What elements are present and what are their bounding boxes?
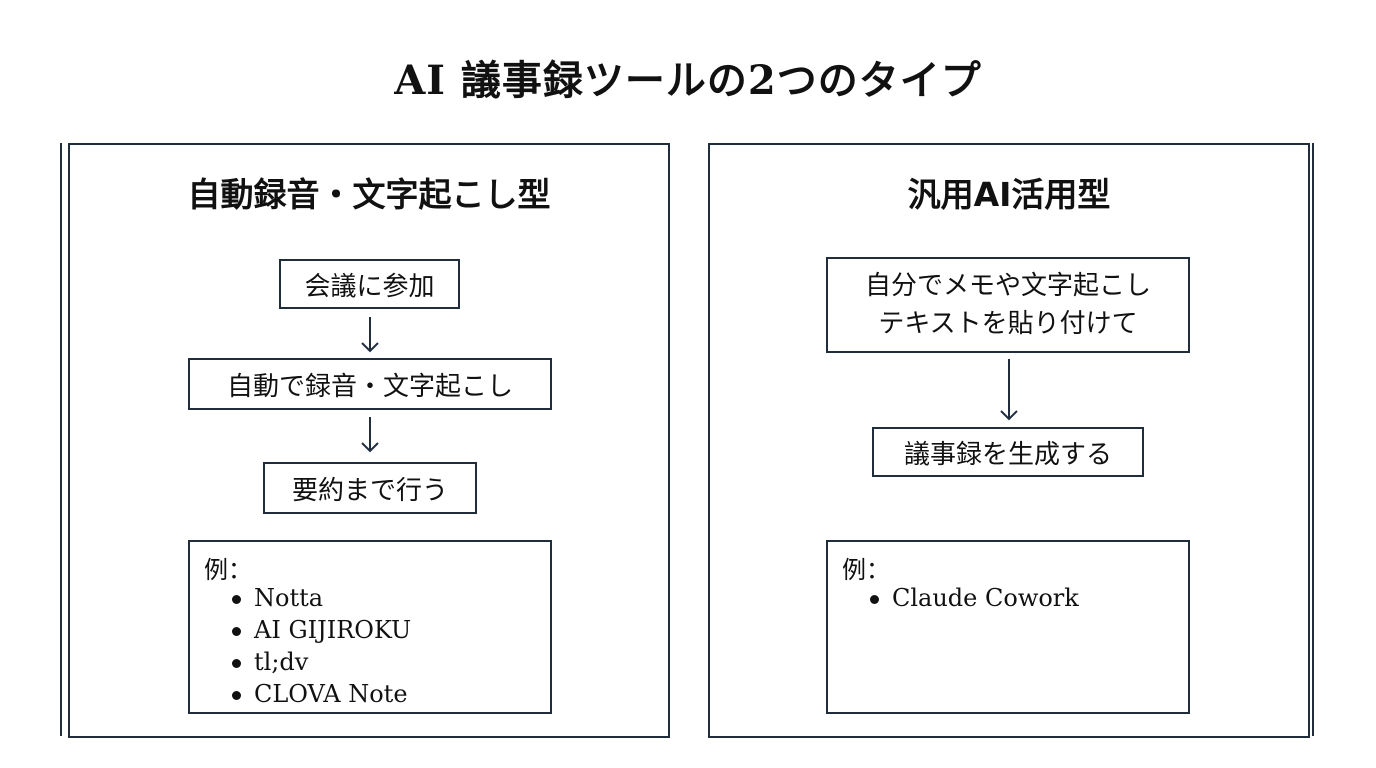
step-box-summarize: 要約まで行う [263,462,477,514]
step-box-auto-record: 自動で録音・文字起こし [188,358,552,410]
examples-box: 例： Notta AI GIJIROKU tl;dv CLOVA Note [188,540,552,714]
general-ai-panel: 汎用AI活用型 自分でメモや文字起こし テキストを貼り付けて 議事録を生成する … [708,143,1310,738]
right-divider-line [1312,143,1314,736]
step-box-paste-text: 自分でメモや文字起こし テキストを貼り付けて [826,257,1190,353]
down-arrow-icon [361,417,379,453]
auto-transcription-panel: 自動録音・文字起こし型 会議に参加 自動で録音・文字起こし 要約まで行う 例： … [68,143,670,738]
list-item: tl;dv [230,646,411,678]
list-item: CLOVA Note [230,678,411,710]
down-arrow-icon [1000,359,1018,421]
step-box-generate-minutes: 議事録を生成する [872,427,1144,477]
down-arrow-icon [361,317,379,353]
panel-heading: 自動録音・文字起こし型 [181,175,557,218]
examples-box: 例： Claude Cowork [826,540,1190,714]
panel-heading: 汎用AI活用型 [901,175,1117,218]
list-item: AI GIJIROKU [230,614,411,646]
page-title: AI 議事録ツールの2つのタイプ [394,57,982,104]
examples-list: Claude Cowork [868,582,1079,614]
examples-label: 例： [842,556,890,584]
list-item: Notta [230,582,411,614]
step-box-join-meeting: 会議に参加 [279,259,460,309]
left-divider-line [60,143,62,736]
list-item: Claude Cowork [868,582,1079,614]
examples-list: Notta AI GIJIROKU tl;dv CLOVA Note [230,582,411,710]
examples-label: 例： [204,556,252,584]
